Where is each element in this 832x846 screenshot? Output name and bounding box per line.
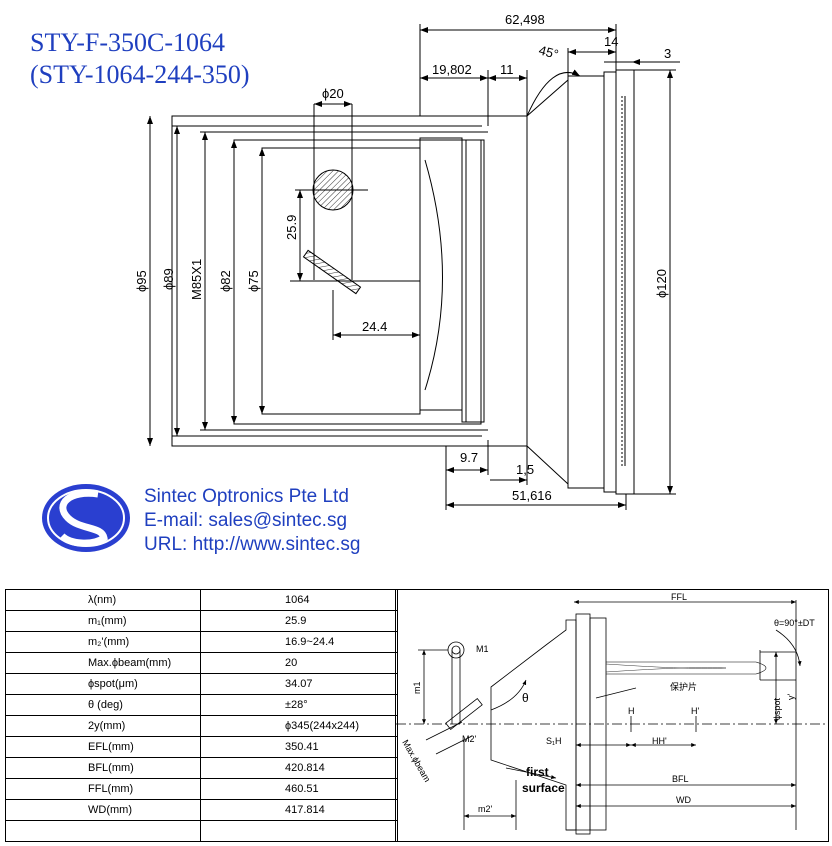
schema-m1: M1 — [476, 644, 489, 654]
spec-value — [200, 820, 398, 842]
schema-first: first — [526, 765, 549, 779]
dim-phi82: ϕ82 — [218, 270, 233, 292]
dim-1-5: 1,5 — [516, 462, 534, 477]
spec-value: 350.41 — [200, 736, 398, 758]
spec-value: 420.814 — [200, 757, 398, 779]
schema-m2prime: M2' — [462, 734, 477, 744]
schema-hprime: H' — [691, 706, 699, 716]
spec-row: 2y(mm)ϕ345(244x244) — [5, 715, 398, 737]
dim-phi20: ϕ20 — [322, 86, 344, 101]
spec-param: θ (deg) — [5, 694, 201, 716]
dim-9-7: 9.7 — [460, 450, 478, 465]
dim-phi95: ϕ95 — [134, 270, 149, 292]
dim-51616: 51,616 — [512, 488, 552, 503]
lens-mechanical-drawing: 62,498 19,802 11 45° 14 3 ϕ20 25.9 24.4 … — [134, 12, 680, 510]
spec-param: WD(mm) — [5, 799, 201, 821]
dim-14: 14 — [604, 34, 618, 49]
schema-wd: WD — [676, 795, 691, 805]
protective-window — [615, 69, 635, 495]
dim-24-4: 24.4 — [362, 319, 387, 334]
dim-m85x1: M85X1 — [189, 259, 204, 300]
schematic-frame: FFL θ=90°±DT M1 m1 M2' θ 保护片 ϕspot y' H … — [395, 589, 829, 842]
dim-phi120: ϕ120 — [654, 269, 669, 298]
schema-theta: θ — [522, 691, 529, 705]
schema-surface: surface — [522, 781, 565, 795]
spec-param: BFL(mm) — [5, 757, 201, 779]
spec-param: m₁(mm) — [5, 610, 201, 632]
spec-value: ϕ345(244x244) — [200, 715, 398, 737]
dim-phi75: ϕ75 — [246, 270, 261, 292]
dim-overall-length: 62,498 — [505, 12, 545, 27]
window-frame — [603, 71, 617, 493]
spec-row: m₂'(mm)16.9~24.4 — [5, 631, 398, 653]
spec-value: 25.9 — [200, 610, 398, 632]
spec-row: λ(nm)1064 — [5, 589, 398, 611]
scan-mirror — [302, 249, 362, 295]
spec-param: FFL(mm) — [5, 778, 201, 800]
company-name: Sintec Optronics Pte Ltd — [144, 486, 349, 507]
dim-19802: 19,802 — [432, 62, 472, 77]
schema-h: H — [628, 706, 635, 716]
housing-inner-82 — [233, 139, 482, 425]
schema-hh: HH' — [652, 736, 667, 746]
spec-row: θ (deg)±28° — [5, 694, 398, 716]
dim-11: 11 — [500, 62, 514, 77]
schema-m2dim: m2' — [478, 804, 493, 814]
sintec-logo — [42, 484, 130, 552]
spec-row: EFL(mm)350.41 — [5, 736, 398, 758]
model-title: STY-F-350C-1064 — [30, 28, 226, 57]
spec-row — [5, 820, 398, 842]
schema-m1-dim: m1 — [412, 681, 422, 694]
spec-param: ϕspot(μm) — [5, 673, 201, 695]
schema-protect: 保护片 — [670, 681, 697, 692]
spec-param: λ(nm) — [5, 589, 201, 611]
spec-param: m₂'(mm) — [5, 631, 201, 653]
spec-value: 417.814 — [200, 799, 398, 821]
schema-s1h: S₁H — [546, 736, 562, 746]
schema-phispot: ϕspot — [772, 697, 782, 720]
company-info: Sintec Optronics Pte Ltd E-mail: sales@s… — [144, 485, 360, 557]
schema-bfl: BFL — [672, 774, 689, 784]
spec-param: Max.ϕbeam(mm) — [5, 652, 201, 674]
schema-maxbeam: Max.ϕbeam — [400, 738, 432, 784]
schema-theta-dt: θ=90°±DT — [774, 618, 815, 628]
spec-value: ±28° — [200, 694, 398, 716]
schema-ffl: FFL — [671, 592, 687, 602]
optical-schematic: FFL θ=90°±DT M1 m1 M2' θ 保护片 ϕspot y' H … — [396, 592, 828, 835]
dim-phi89: ϕ89 — [161, 268, 176, 290]
spec-row: m₁(mm)25.9 — [5, 610, 398, 632]
mirror-m2 — [445, 697, 483, 731]
spec-param: EFL(mm) — [5, 736, 201, 758]
dim-25-9: 25.9 — [284, 215, 299, 240]
spec-row: ϕspot(μm)34.07 — [5, 673, 398, 695]
spec-value: 1064 — [200, 589, 398, 611]
company-email[interactable]: E-mail: sales@sintec.sg — [144, 510, 348, 531]
spec-value: 20 — [200, 652, 398, 674]
spec-row: Max.ϕbeam(mm)20 — [5, 652, 398, 674]
spec-param: 2y(mm) — [5, 715, 201, 737]
spec-row: WD(mm)417.814 — [5, 799, 398, 821]
spec-value: 16.9~24.4 — [200, 631, 398, 653]
dim-3: 3 — [664, 46, 671, 61]
spec-param — [5, 820, 201, 842]
spec-value: 34.07 — [200, 673, 398, 695]
schema-y: y' — [786, 694, 796, 701]
spec-value: 460.51 — [200, 778, 398, 800]
model-subtitle: (STY-1064-244-350) — [30, 60, 250, 89]
cone-section — [526, 78, 569, 486]
company-url[interactable]: URL: http://www.sintec.sg — [144, 534, 361, 555]
spec-row: BFL(mm)420.814 — [5, 757, 398, 779]
mirror-m1 — [447, 641, 465, 659]
dim-45deg: 45° — [537, 42, 560, 62]
spec-row: FFL(mm)460.51 — [5, 778, 398, 800]
lens-element — [419, 137, 463, 411]
flange — [567, 75, 605, 489]
